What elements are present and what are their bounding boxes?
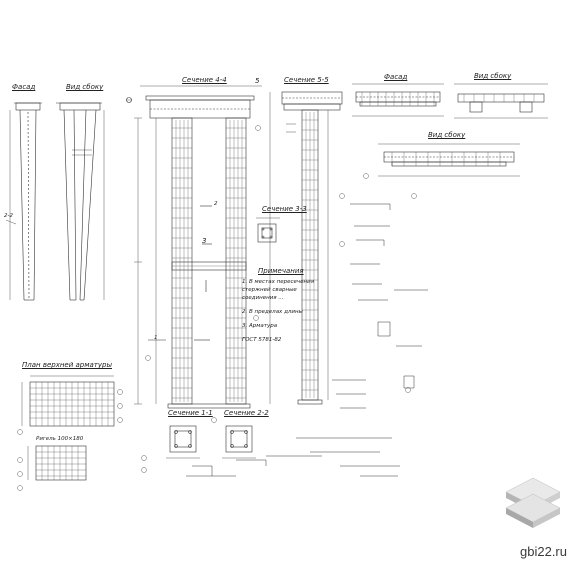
notes-title: Примечания [258,267,304,275]
section-1-1-detail [166,425,200,459]
section-4-4-label: Сечение 4-4 [182,76,227,84]
mesh-plan-grid [21,375,115,427]
note-line-6: ГОСТ 5781-82 [242,337,282,343]
grid-caption: Ригель 100×180 [36,436,84,442]
long-bars [186,437,400,477]
section-3-3-detail [256,217,280,243]
dim-2-2-label: 2-2 [4,213,13,219]
side-view-mid-beam [378,143,520,177]
column-mesh [172,120,246,402]
side-view-right-beam [454,83,548,119]
section-5-5-label: Сечение 5-5 [284,76,329,84]
rebar-details [332,203,428,409]
side-view-mid-label: Вид сбоку [428,131,466,139]
note-line-1: 1. В местах пересечения [242,279,315,285]
note-line-3: соединения ... [242,295,284,301]
mark-3-label: 3 [202,237,207,245]
note-line-4: 2. В пределах длины [242,309,303,315]
facade-left-view [5,102,42,301]
mesh-plan-label: План верхней арматуры [22,361,112,369]
small-grid [27,445,87,481]
section-3-3-label: Сечение 3-3 [262,205,307,213]
note-line-5: 3. Арматура [242,323,278,329]
mark-1-label: 1 [154,335,158,341]
gbi-logo-icon [505,477,561,528]
section-2-2-label: Сечение 2-2 [224,409,269,417]
facade-right-beam [352,83,444,117]
site-brand: gbi22.ru [520,544,567,559]
section-5-5-mesh [302,112,318,398]
facade-left-label: Фасад [12,83,36,91]
side-view-right-label: Вид сбоку [474,72,512,80]
section-2-2-detail [222,425,256,459]
side-view-left-label: Вид сбоку [66,83,104,91]
mark-2-label: 2 [214,201,218,207]
section-4-4-elevation [126,85,262,409]
section-5-5-elevation [269,91,343,405]
note-line-2: стержней сварные [242,287,297,293]
mark-5-label: 5 [255,77,260,85]
facade-right-label: Фасад [384,73,408,81]
side-view-left [56,102,105,301]
section-1-1-label: Сечение 1-1 [168,409,213,417]
callout-markers [17,125,417,491]
